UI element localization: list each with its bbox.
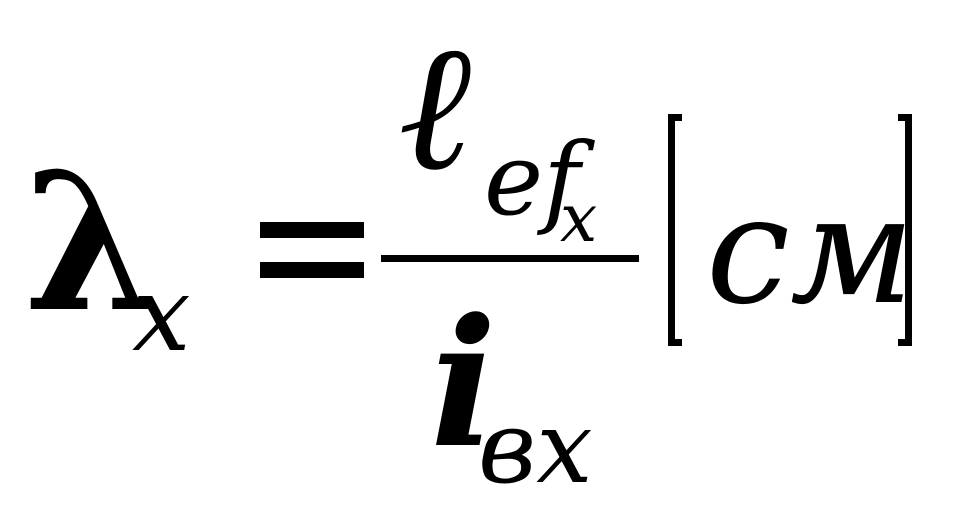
equals-sign-top-bar [260,222,364,238]
numerator-symbol: ℓ [398,5,472,210]
unit-close-bracket [898,114,912,346]
denominator-subscript: вх [478,389,593,506]
denominator-symbol: i [430,280,497,487]
unit-open-bracket [668,114,682,346]
equals-sign-bottom-bar [260,262,364,278]
lambda-subscript: x [132,253,191,375]
numerator-subscript: ef [484,121,581,238]
fraction-bar [381,255,639,262]
lambda-symbol: λ [24,131,158,354]
unit-text: см [706,164,915,338]
numerator-sub-subscript: x [560,180,598,257]
